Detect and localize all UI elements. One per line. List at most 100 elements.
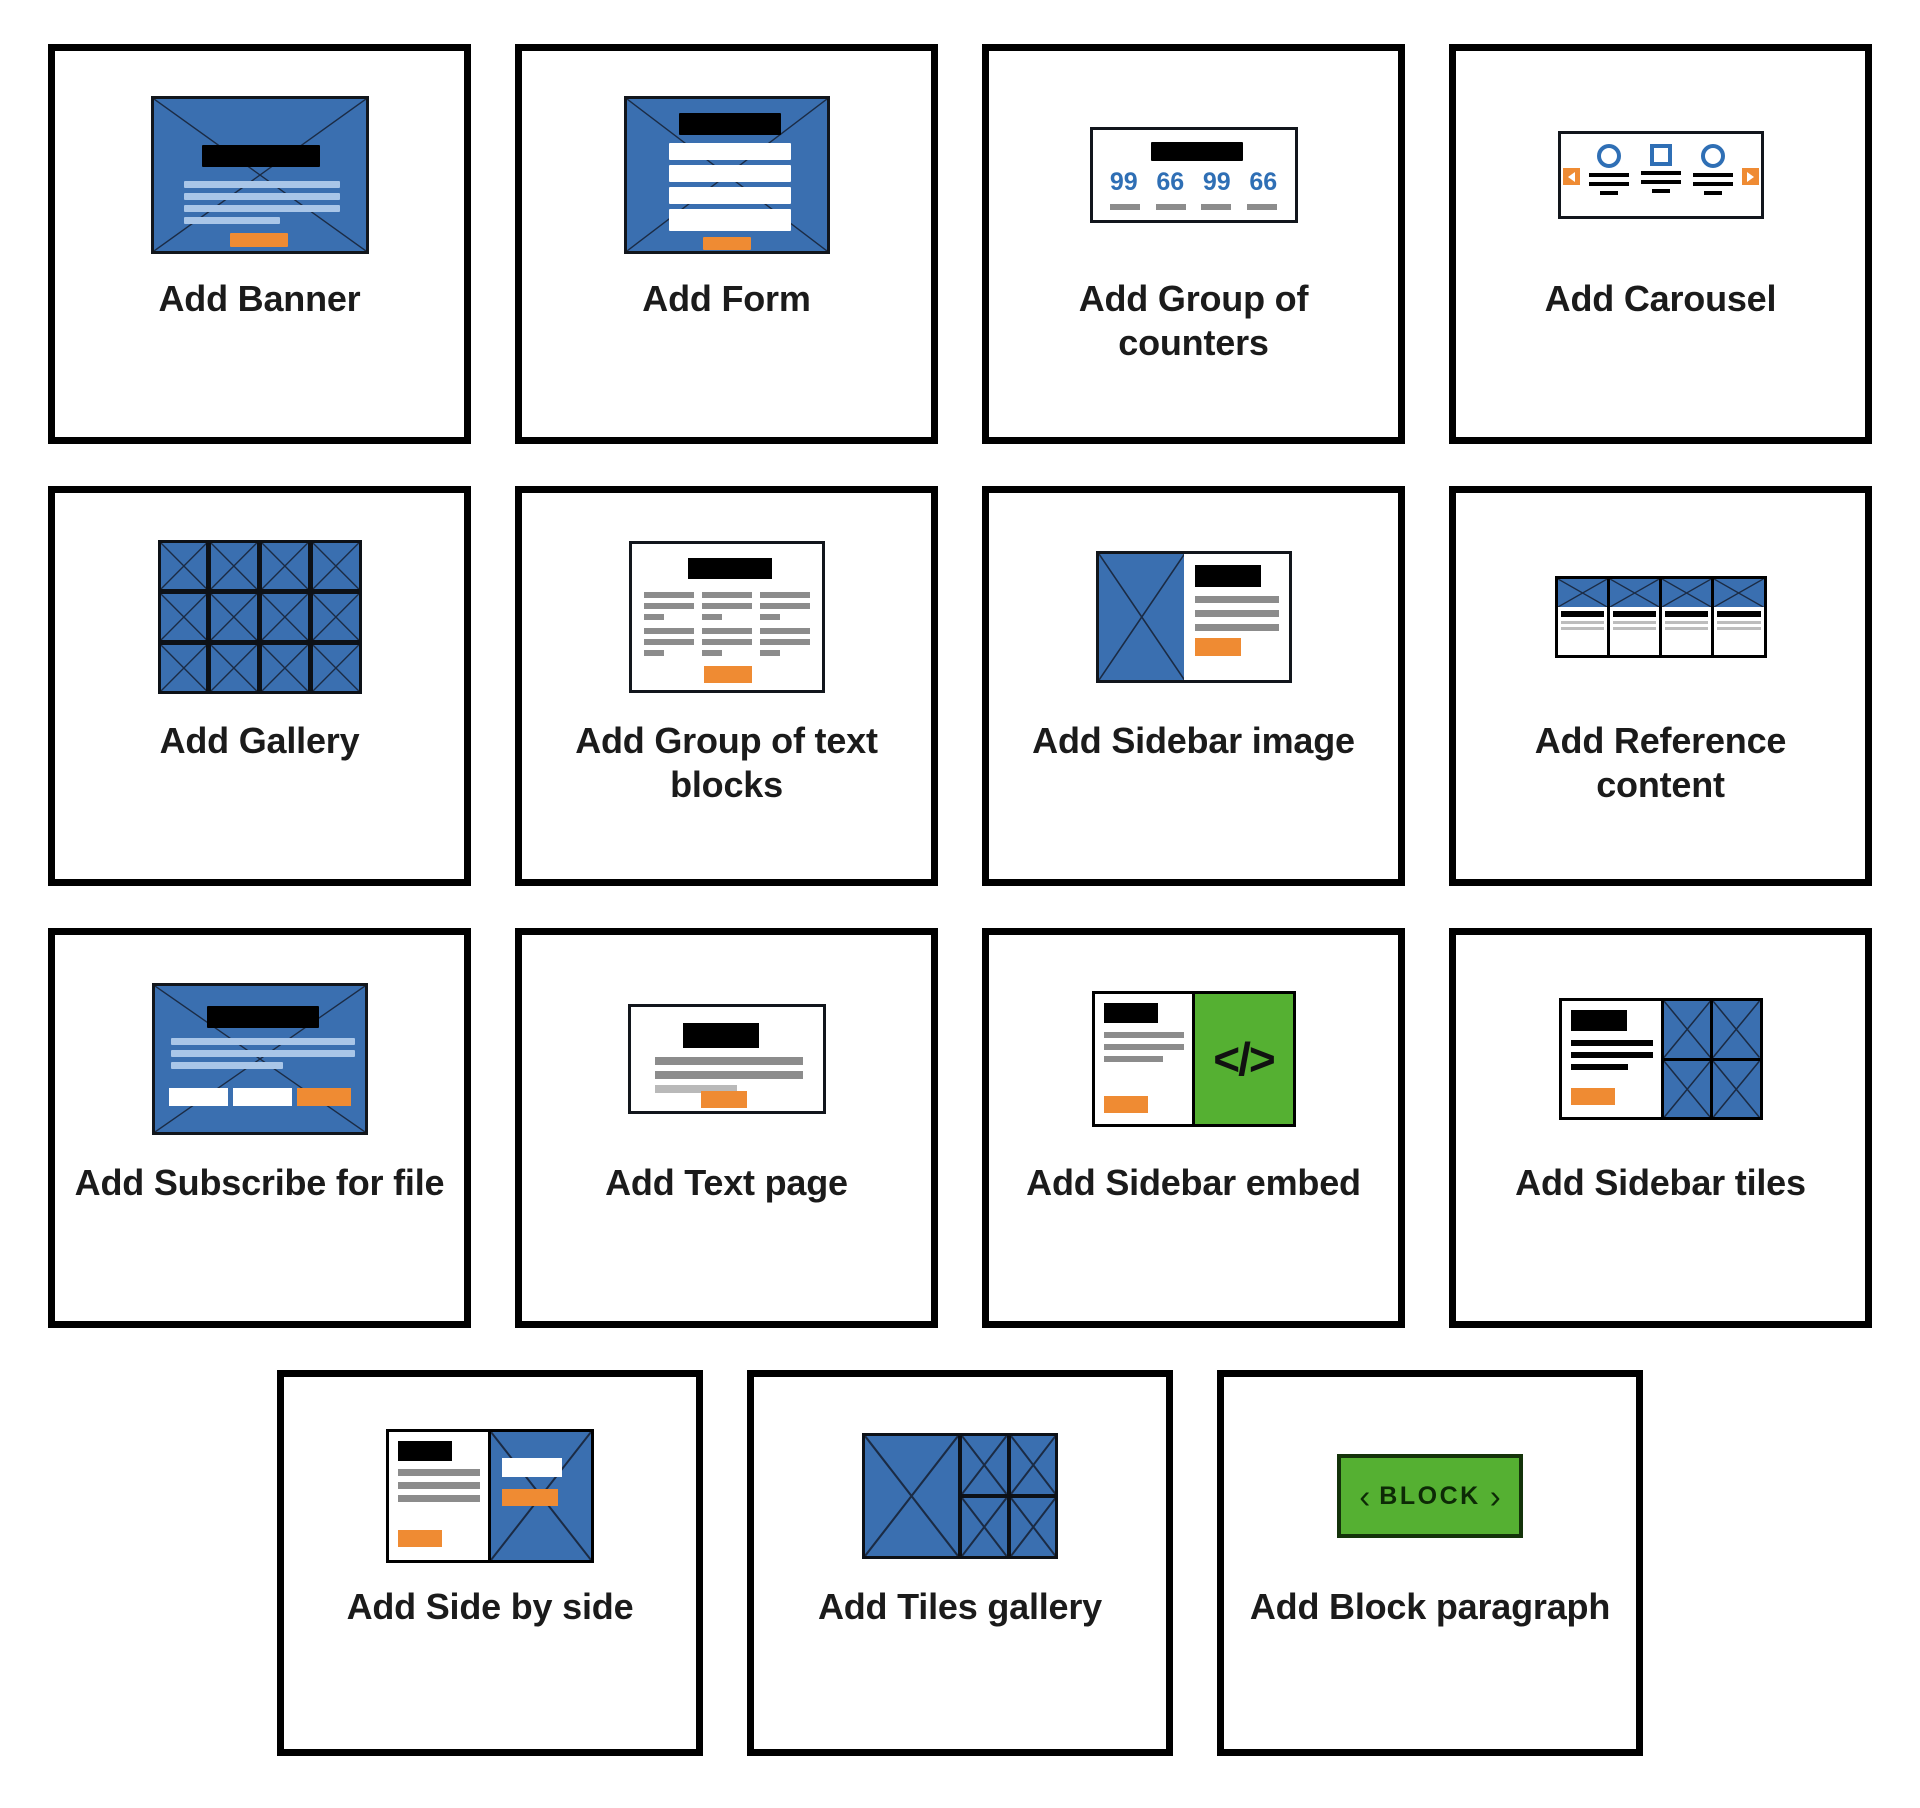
- add-sidebar-embed-card[interactable]: </> Add Sidebar embed: [982, 928, 1405, 1328]
- placeholder-x-icon: [160, 594, 207, 640]
- side-by-side-text-panel: [389, 1432, 488, 1560]
- add-reference-content-card[interactable]: Add Reference content: [1449, 486, 1872, 886]
- add-form-card[interactable]: Add Form: [515, 44, 938, 444]
- circle-icon: [1700, 144, 1725, 168]
- reference-title-bar: [1665, 611, 1709, 617]
- reference-image: [1557, 579, 1607, 607]
- tiles-gallery-thumbnail-wrap: [754, 1403, 1166, 1589]
- side-by-side-cta-button: [398, 1530, 442, 1547]
- gallery-cell: [160, 645, 207, 691]
- add-text-page-card[interactable]: Add Text page: [515, 928, 938, 1328]
- text-line: [759, 592, 810, 598]
- text-blocks-cta-button: [703, 666, 752, 683]
- text-line: [1560, 627, 1604, 630]
- placeholder-x-icon: [962, 1436, 1007, 1494]
- add-tiles-gallery-label: Add Tiles gallery: [817, 1586, 1103, 1627]
- counters-thumbnail-icon: 99 66 99 66: [1089, 127, 1298, 223]
- sidebar-cta-button: [1570, 1088, 1615, 1105]
- add-banner-card[interactable]: Add Banner: [48, 44, 471, 444]
- text-line: [701, 603, 752, 609]
- reference-title-bar: [1612, 611, 1656, 617]
- sidebar-image-thumbnail-wrap: [989, 511, 1398, 723]
- text-page-title-bar: [682, 1023, 759, 1048]
- placeholder-x-icon: [153, 99, 366, 251]
- sidebar-title-bar: [1570, 1010, 1627, 1031]
- tile-cell: [962, 1436, 1007, 1494]
- gallery-cell: [160, 543, 207, 589]
- sidebar-embed-thumbnail-icon: </>: [1091, 991, 1296, 1127]
- placeholder-x-icon: [312, 594, 359, 640]
- text-line: [170, 1062, 283, 1069]
- add-sidebar-tiles-card[interactable]: Add Sidebar tiles: [1449, 928, 1872, 1328]
- banner-text-line: [183, 181, 340, 188]
- text-line: [759, 650, 780, 656]
- add-tiles-gallery-card[interactable]: Add Tiles gallery: [747, 1370, 1173, 1756]
- text-page-cta-button: [700, 1091, 747, 1108]
- add-side-by-side-label: Add Side by side: [346, 1586, 634, 1627]
- text-line: [170, 1050, 355, 1057]
- add-group-of-text-blocks-label: Add Group of text blocks: [575, 720, 878, 805]
- text-line: [1103, 1044, 1184, 1050]
- reference-content-thumbnail-icon: [1554, 576, 1767, 658]
- placeholder-x-icon: [865, 1436, 958, 1556]
- form-textarea-field: [668, 209, 791, 231]
- text-line: [643, 628, 694, 634]
- placeholder-x-icon: [1662, 579, 1712, 607]
- counters-values-row: 99 66 99 66: [1093, 170, 1295, 195]
- add-subscribe-for-file-card[interactable]: Add Subscribe for file: [48, 928, 471, 1328]
- tile-cell: [1010, 1436, 1055, 1494]
- placeholder-x-icon: [1098, 554, 1184, 680]
- text-line: [759, 603, 810, 609]
- add-form-label: Add Form: [642, 278, 811, 319]
- reference-item: [1662, 579, 1712, 655]
- banner-text-line: [183, 193, 340, 200]
- carousel-line: [1692, 173, 1733, 177]
- text-line: [1612, 621, 1656, 624]
- text-line: [1665, 621, 1709, 624]
- placeholder-x-icon: [1713, 1060, 1760, 1117]
- tile-cell: [1010, 1498, 1055, 1556]
- subscribe-thumbnail-wrap: [55, 953, 464, 1165]
- reference-item: [1609, 579, 1659, 655]
- form-input-field: [668, 187, 791, 204]
- gallery-cell: [312, 645, 359, 691]
- form-submit-button: [702, 237, 751, 250]
- add-sidebar-image-card[interactable]: Add Sidebar image: [982, 486, 1405, 886]
- carousel-slide: [1586, 144, 1632, 195]
- reference-body: [1610, 607, 1659, 655]
- add-text-page-label: Add Text page: [605, 1162, 848, 1203]
- text-line: [643, 650, 664, 656]
- carousel-prev-arrow-icon: [1562, 168, 1580, 185]
- text-line: [398, 1469, 480, 1476]
- add-group-of-counters-card[interactable]: 99 66 99 66 Add Group of counters: [982, 44, 1405, 444]
- sidebar-cta-button: [1103, 1096, 1148, 1113]
- add-carousel-card[interactable]: Add Carousel: [1449, 44, 1872, 444]
- text-page-thumbnail-wrap: [522, 953, 931, 1165]
- text-block-column: [759, 628, 810, 656]
- reference-title-bar: [1560, 611, 1604, 617]
- carousel-thumbnail-wrap: [1456, 69, 1865, 281]
- placeholder-x-icon: [312, 543, 359, 589]
- card-row-3: Add Subscribe for file Add Text page: [48, 928, 1872, 1328]
- banner-text-line: [183, 205, 340, 212]
- carousel-next-arrow-icon: [1741, 168, 1759, 185]
- placeholder-x-icon: [262, 594, 308, 640]
- add-group-of-text-blocks-card[interactable]: Add Group of text blocks: [515, 486, 938, 886]
- add-block-paragraph-card[interactable]: ‹ BLOCK › Add Block paragraph: [1217, 1370, 1643, 1756]
- text-line: [701, 614, 722, 620]
- add-gallery-card[interactable]: Add Gallery: [48, 486, 471, 886]
- banner-cta-button: [229, 233, 288, 247]
- sidebar-tiles-text-panel: [1561, 1001, 1661, 1117]
- add-sidebar-image-label: Add Sidebar image: [1032, 720, 1355, 761]
- reference-image: [1609, 579, 1659, 607]
- sidebar-image-text-panel: [1184, 554, 1289, 680]
- text-line: [1103, 1056, 1163, 1062]
- text-line: [1570, 1064, 1628, 1070]
- carousel-line: [1703, 191, 1722, 195]
- placeholder-x-icon: [1557, 579, 1607, 607]
- subscribe-email-field: [168, 1088, 228, 1106]
- counters-thumbnail-wrap: 99 66 99 66: [989, 69, 1398, 281]
- add-block-paragraph-label: Add Block paragraph: [1249, 1586, 1611, 1627]
- add-side-by-side-card[interactable]: Add Side by side: [277, 1370, 703, 1756]
